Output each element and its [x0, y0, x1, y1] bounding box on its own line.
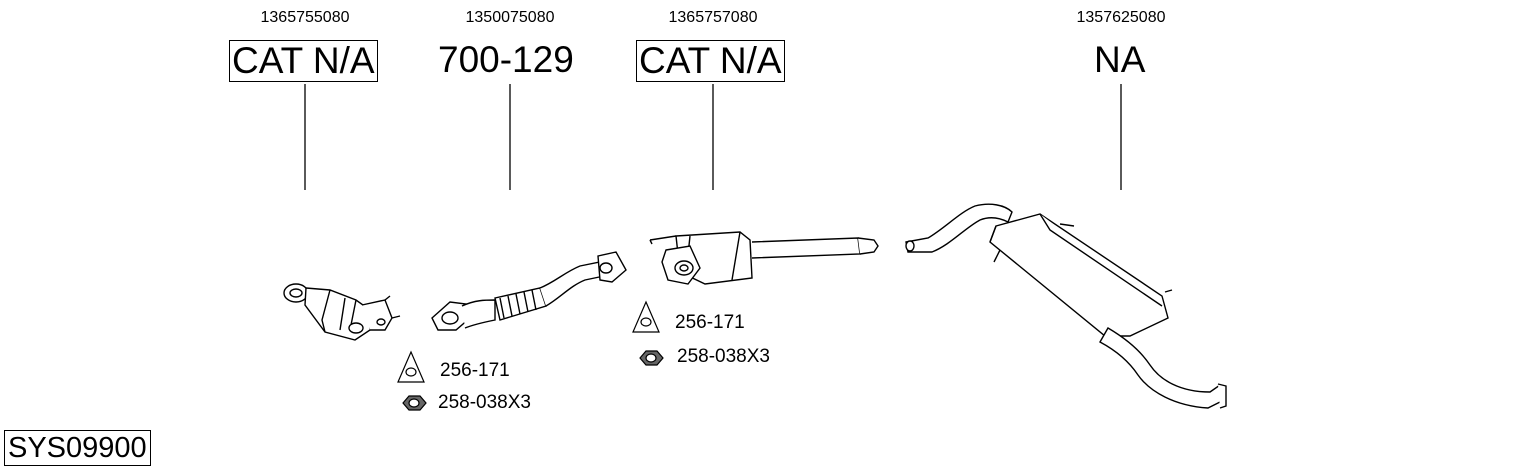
oem-number-3: 1365757080: [668, 9, 758, 26]
gasket-code-1: 256-171: [440, 360, 510, 381]
oem-number-2: 1350075080: [465, 9, 555, 26]
catalytic-converter-2: [649, 231, 879, 285]
gasket-icon: [397, 350, 425, 383]
system-code: SYS09900: [4, 430, 151, 466]
oem-number-1: 1365755080: [260, 9, 350, 26]
part-code-3: CAT N/A: [636, 40, 785, 82]
front-pipe: [431, 251, 627, 331]
nut-icon: [402, 395, 427, 411]
nut-code-1: 258-038X3: [438, 392, 531, 413]
gasket-icon: [632, 300, 660, 333]
gasket-code-2: 256-171: [675, 312, 745, 333]
part-code-2: 700-129: [438, 39, 574, 80]
nut-code-2: 258-038X3: [677, 346, 770, 367]
catalytic-converter-1: [283, 283, 401, 341]
oem-number-4: 1357625080: [1076, 9, 1166, 26]
nut-icon: [639, 350, 664, 366]
part-code-1: CAT N/A: [229, 40, 378, 82]
rear-silencer: [905, 203, 1227, 409]
part-code-4: NA: [1094, 39, 1146, 80]
